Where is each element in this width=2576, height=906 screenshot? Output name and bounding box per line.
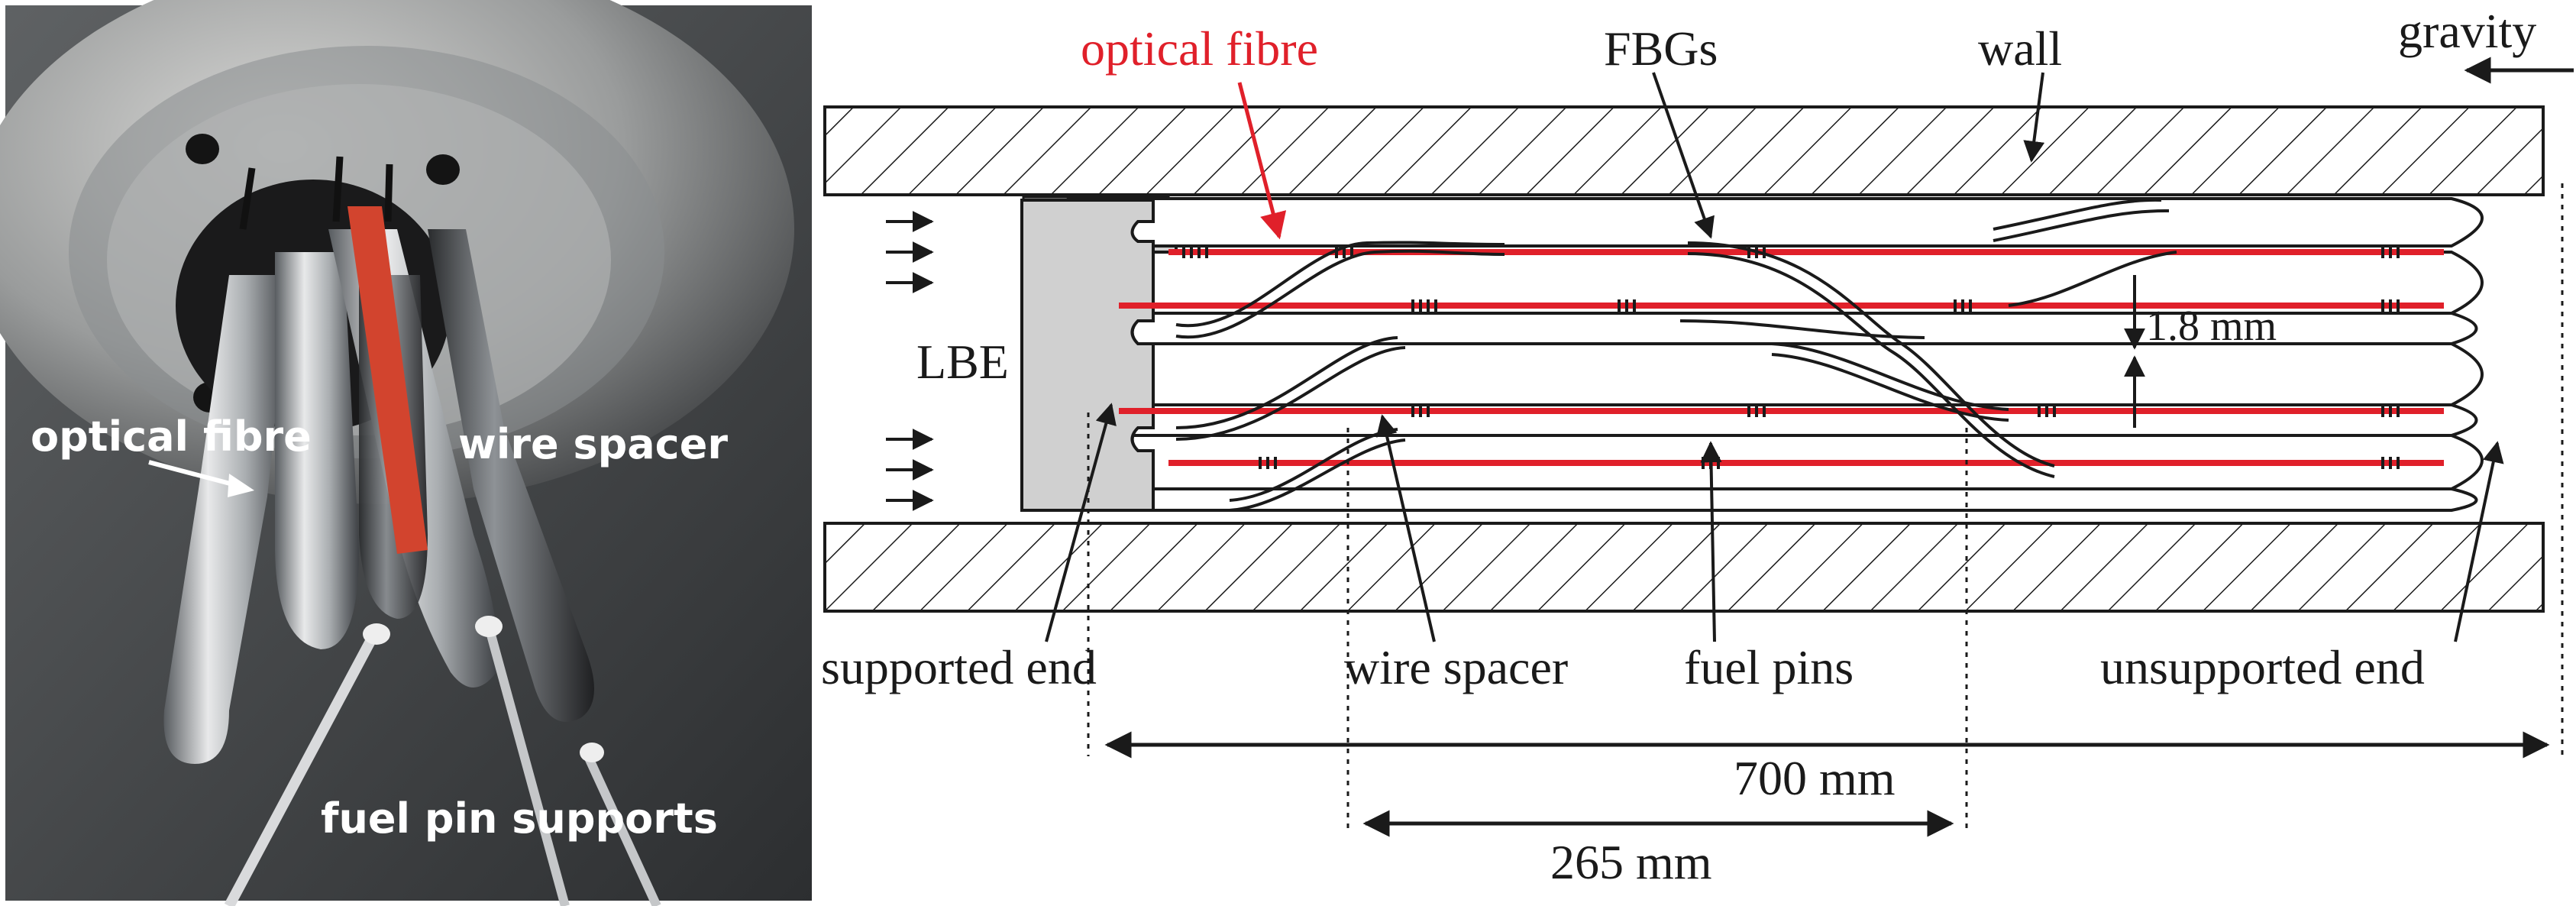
label-unsupported-end: unsupported end	[2100, 640, 2425, 694]
label-gap: 1.8 mm	[2146, 303, 2277, 350]
wire-spacer-pointer	[1376, 414, 1436, 642]
label-fbgs: FBGs	[1604, 21, 1718, 76]
photo-label-fuel-pin-supports: fuel pin supports	[321, 794, 718, 843]
wire-spacers	[1175, 198, 2177, 512]
wall-pointer	[2023, 72, 2045, 163]
lower-wall	[823, 522, 2545, 613]
label-supported-end: supported end	[821, 640, 1097, 694]
label-fuel-pins: fuel pins	[1684, 640, 1854, 694]
label-lbe: LBE	[916, 335, 1009, 389]
label-length-700: 700 mm	[1734, 751, 1896, 805]
lbe-flow-arrows	[886, 211, 934, 511]
optical-fibre-pointer	[1237, 82, 1287, 240]
fbg-marks	[1182, 246, 2400, 469]
supported-end-pointer	[1045, 403, 1117, 642]
upper-wall	[823, 105, 2545, 196]
label-optical-fibre: optical fibre	[1081, 21, 1318, 76]
fuel-pins-pointer	[1700, 441, 1722, 642]
photo-label-wire-spacer: wire spacer	[458, 420, 728, 468]
label-length-265: 265 mm	[1550, 835, 1712, 889]
fbgs-pointer	[1652, 72, 1715, 239]
photo-label-optical-fibre: optical fibre	[31, 413, 312, 461]
dimension-reference-lines	[1087, 183, 2564, 833]
label-wall: wall	[1978, 21, 2062, 76]
label-wire-spacer: wire spacer	[1344, 640, 1568, 694]
unsupported-end-pointer	[2454, 441, 2504, 642]
rod-bundle-schematic: optical fibre FBGs wall gravity LBE 1.8 …	[821, 4, 2574, 889]
label-gravity: gravity	[2398, 4, 2536, 58]
rod-bundle-photo: optical fibre wire spacer fuel pin suppo…	[0, 0, 817, 906]
